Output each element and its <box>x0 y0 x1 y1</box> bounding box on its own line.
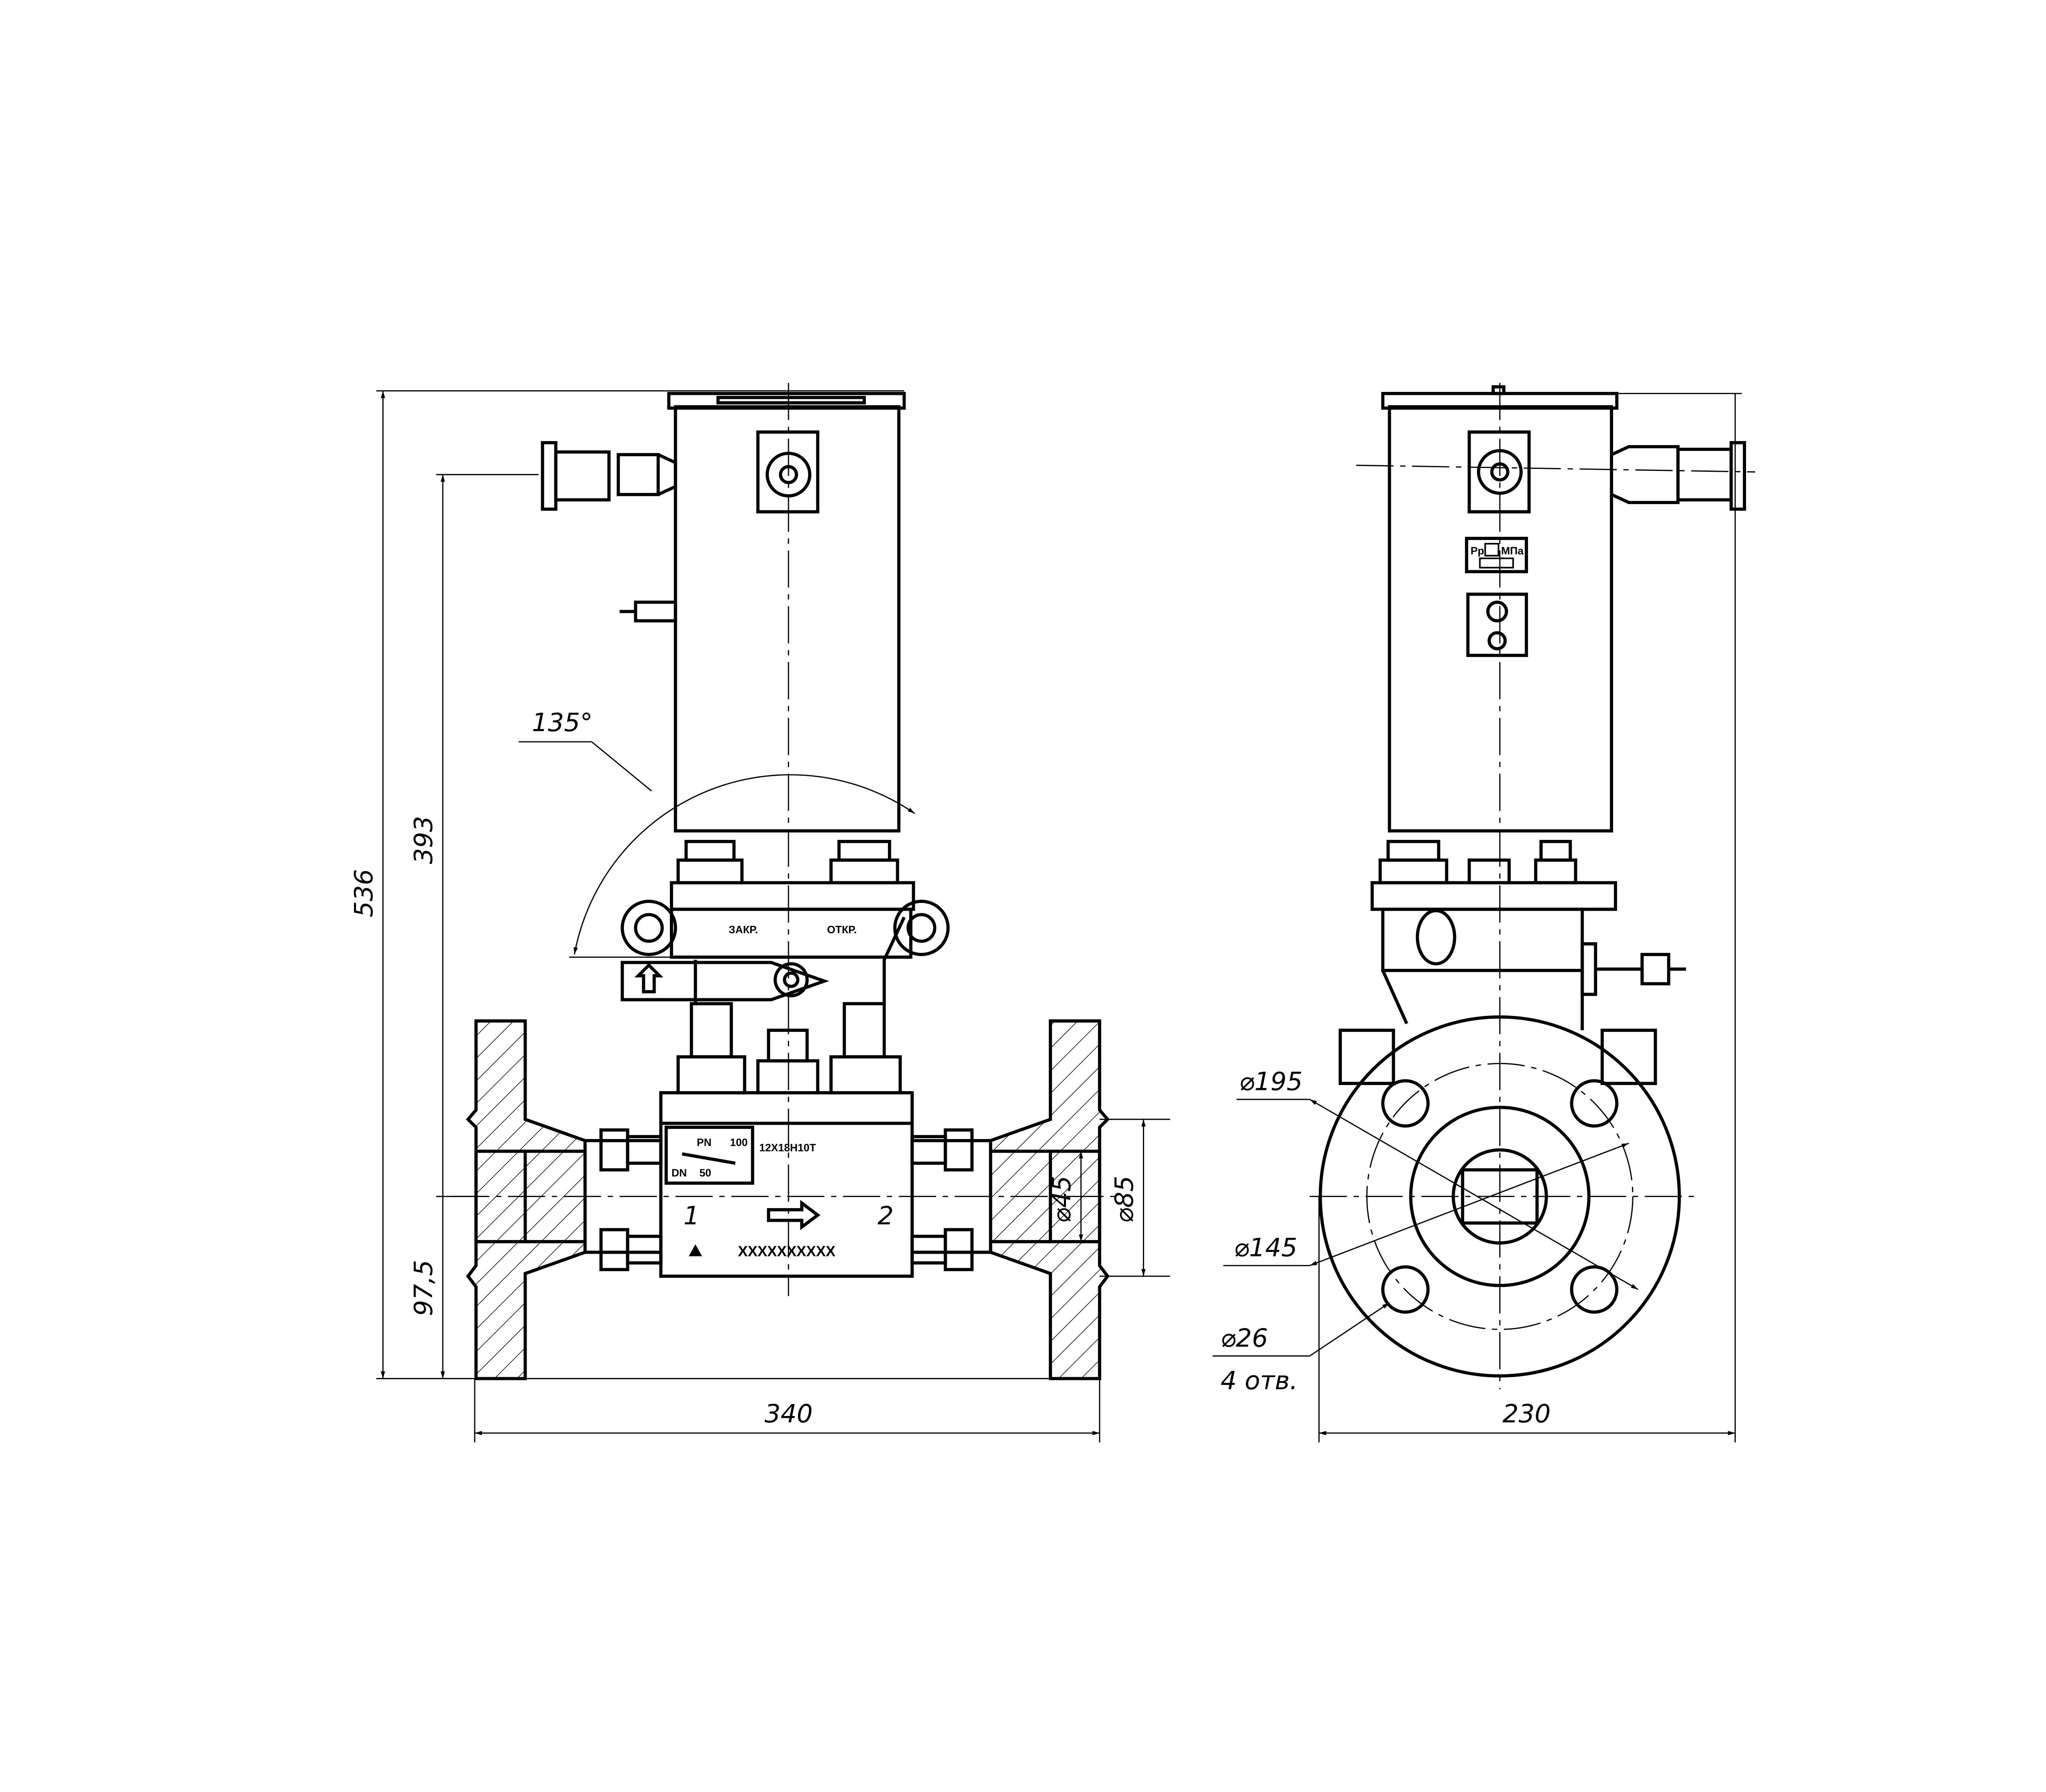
pn-value-label: 100 <box>730 1136 748 1148</box>
ground-terminal <box>620 601 677 623</box>
front-view: PN 100 DN 50 12X18H10T 1 2 XXXXXXXXXX <box>349 383 1170 1443</box>
dimensions-front: 536 393 97,5 340 ⌀45 ⌀85 <box>349 390 1170 1443</box>
seal-diameter-label: ⌀85 <box>1109 1176 1139 1223</box>
material-label: 12X18H10T <box>759 1141 816 1154</box>
pressure-plate: Pр МПа <box>1465 537 1528 574</box>
serial-number: XXXXXXXXXX <box>738 1243 836 1260</box>
unit-label: МПа <box>1501 545 1523 557</box>
warning-triangle-icon <box>689 1244 702 1256</box>
inner-diameter-label: ⌀45 <box>1047 1176 1077 1223</box>
up-arrow-icon <box>634 963 664 993</box>
switch-panel <box>1466 592 1528 657</box>
indicator-window-side <box>1467 430 1531 513</box>
closed-label: ЗАКР. <box>729 923 758 936</box>
bonnet-nuts <box>676 1002 902 1094</box>
width-label: 230 <box>1503 1399 1551 1429</box>
overall-height-label: 536 <box>349 869 379 917</box>
face-to-face-label: 340 <box>764 1399 813 1429</box>
nameplate: PN 100 DN 50 12X18H10T 1 2 XXXXXXXXXX <box>665 1126 894 1260</box>
rotation-angle-dimension: 135° <box>518 708 915 958</box>
axis-to-bottom-393-label: 393 <box>409 816 438 864</box>
side-view: Pр МПа <box>1212 383 1755 1443</box>
flow-arrow-icon <box>767 1200 820 1230</box>
ground-terminal-side <box>1580 942 1686 996</box>
dimensions-side: ⌀195 ⌀145 ⌀26 4 отв. 230 <box>1212 393 1742 1443</box>
port-in-label: 1 <box>683 1201 699 1231</box>
bolt-hole-label: ⌀26 <box>1221 1323 1268 1353</box>
indicator-window <box>756 430 820 513</box>
dn-label-label: DN <box>671 1167 687 1179</box>
flange-diameter-label: ⌀195 <box>1239 1067 1302 1096</box>
actuator-bolts-side <box>1378 840 1577 885</box>
actuator-bolts <box>676 840 899 885</box>
pipe-axis-height-label: 97,5 <box>409 1260 438 1316</box>
rotation-angle-label: 135° <box>532 708 593 737</box>
bolt-circle-label: ⌀145 <box>1234 1233 1297 1263</box>
pn-label-label: PN <box>697 1136 712 1148</box>
dn-value-label: 50 <box>699 1167 711 1179</box>
bolt-hole-count-label: 4 отв. <box>1221 1366 1298 1395</box>
label-label: Pр <box>1471 545 1484 557</box>
actuator-cover <box>667 392 906 410</box>
manual-lever[interactable] <box>620 961 829 1002</box>
lifting-eye-side <box>1415 909 1456 966</box>
cable-connector-side <box>1611 441 1746 511</box>
port-out-label: 2 <box>878 1201 894 1231</box>
cable-connector <box>541 441 677 511</box>
open-label: ОТКР. <box>827 923 857 936</box>
actuator-housing <box>674 405 901 833</box>
